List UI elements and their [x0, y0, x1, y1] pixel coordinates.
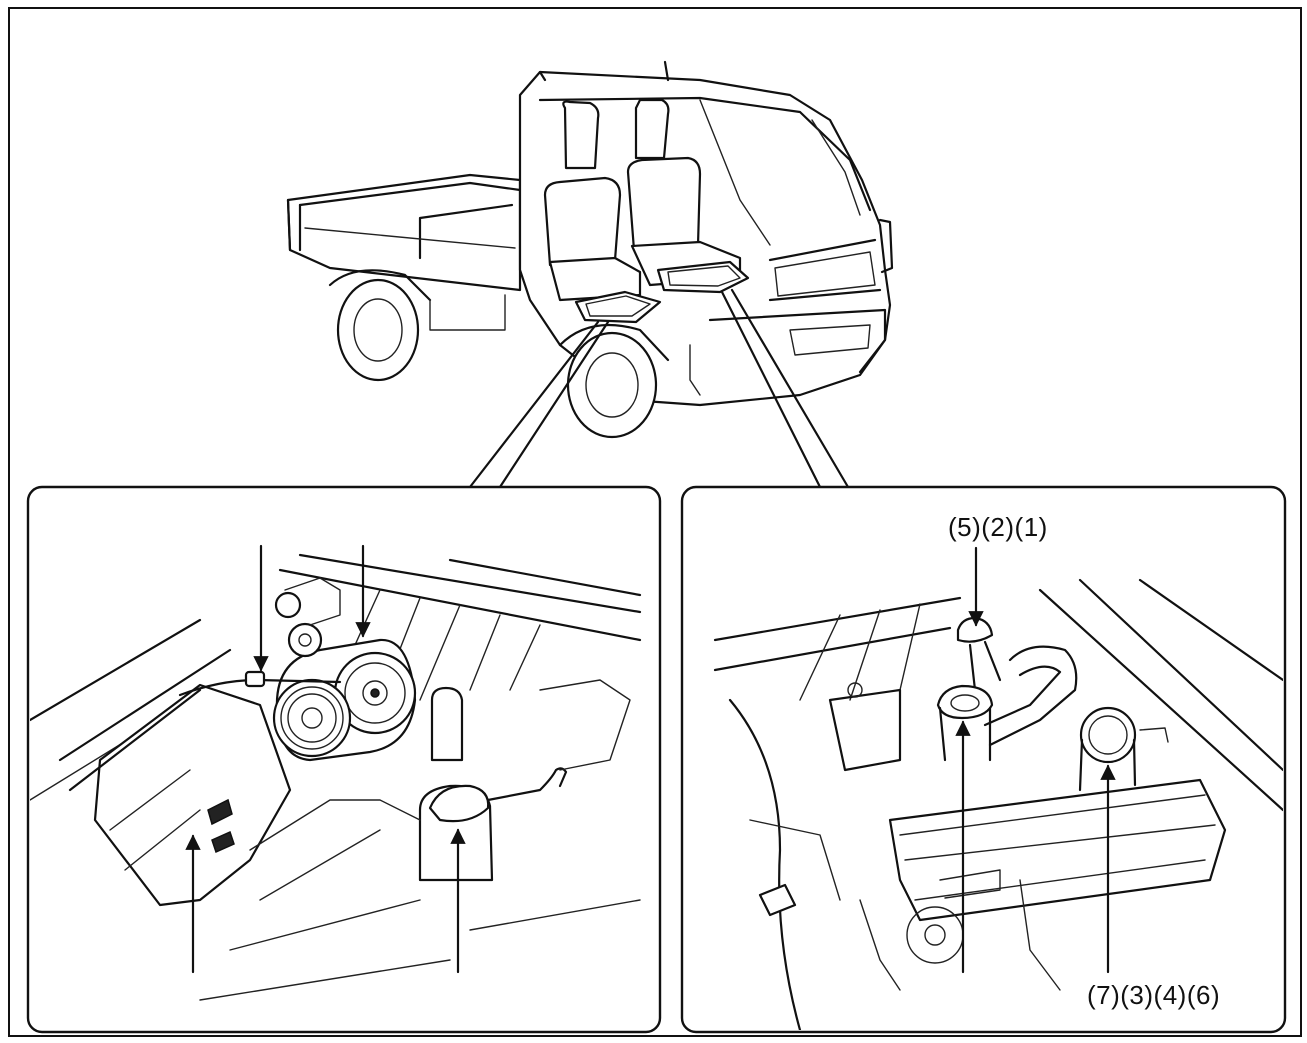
left-detail-panel: [26, 485, 662, 1034]
right-detail-panel: [680, 485, 1287, 1034]
figure-border: [8, 7, 1302, 1037]
zoom-leader-lines: [468, 288, 850, 489]
callout-label-top: (5)(2)(1): [948, 512, 1048, 542]
callout-label-bottom: (7)(3)(4)(6): [1087, 980, 1221, 1010]
truck-illustration: [286, 60, 894, 439]
